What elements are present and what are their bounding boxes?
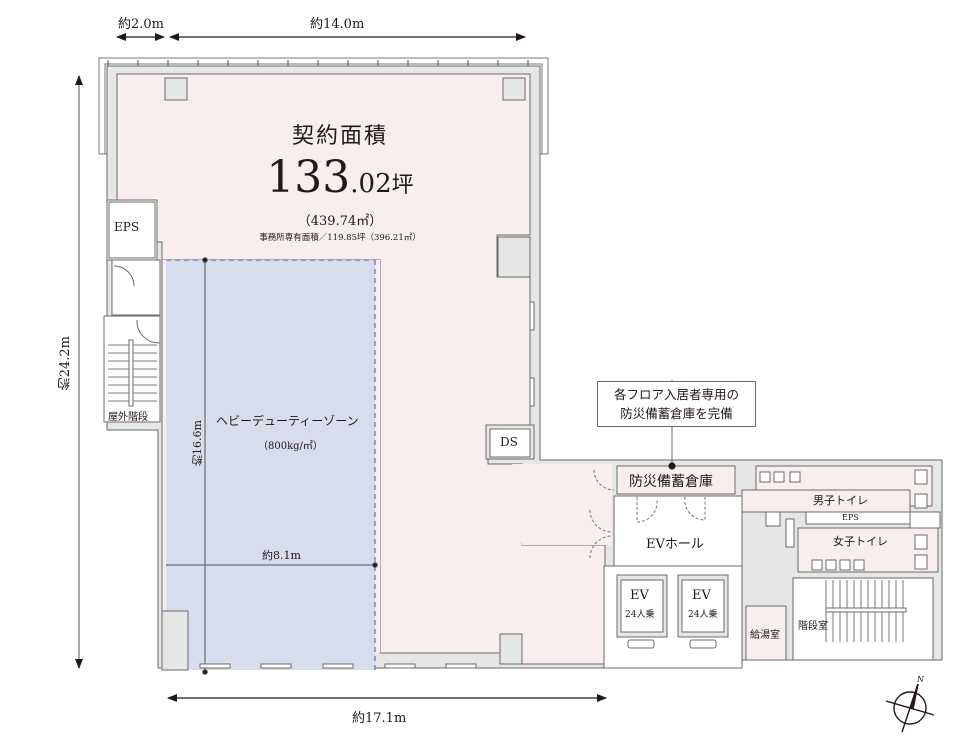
contract-area-sqm: （439.74㎡） (297, 214, 383, 229)
storage-room-shape (616, 465, 736, 495)
dim-bottom-width: 約17.1m (352, 711, 407, 726)
compass-icon (885, 683, 935, 733)
office-exclusive-area: 事務所専有面積／119.85坪（396.21㎡） (259, 233, 421, 243)
ev-hall-label: EVホール (646, 537, 704, 552)
ev2-capacity: 24人乗 (688, 610, 718, 620)
dim-zone-width: 約8.1m (262, 549, 301, 562)
storage-room-label: 防災備蓄倉庫 (629, 474, 713, 490)
elevator-bank (603, 565, 743, 669)
dim-zone-height: 約16.6m (191, 420, 204, 466)
ds-label: DS (500, 435, 518, 449)
dim-top-main: 約14.0m (310, 17, 365, 32)
dim-left-height: 約24.2m (58, 336, 73, 391)
storage-callout: 各フロア入居者専用の 防災備蓄倉庫を完備 (597, 381, 756, 427)
contract-area-value: 133.02坪 (266, 152, 414, 203)
zone-dimension-markers (166, 257, 378, 675)
stairwell-label: 階段室 (798, 621, 828, 632)
heavy-duty-zone (166, 260, 375, 670)
ev-hall-shape (613, 495, 743, 567)
dim-top-left: 約2.0m (118, 17, 165, 32)
left-service-core (103, 199, 161, 423)
eps-core-label: EPS (842, 513, 859, 522)
stair-core (745, 577, 934, 661)
heavy-duty-zone-load: （800kg/㎡） (258, 441, 323, 452)
heavy-duty-zone-label: ヘビーデューティーゾーン (216, 414, 359, 428)
columns (161, 77, 531, 671)
ev2-label: EV (692, 588, 711, 603)
dimension-lines (75, 33, 607, 702)
compass-north-label: N (917, 675, 924, 684)
kitchenette-label: 給湯室 (750, 630, 780, 641)
womens-toilet-label: 女子トイレ (833, 535, 888, 548)
toilet-core (741, 465, 941, 573)
ev1-capacity: 24人乗 (625, 610, 655, 620)
outdoor-stairs-label: 屋外階段 (108, 412, 148, 423)
contract-area-block: 契約面積 133.02坪 （439.74㎡） 事務所専有面積／119.85坪（3… (230, 118, 450, 243)
ev1-label: EV (630, 588, 649, 603)
mens-toilet-label: 男子トイレ (813, 494, 868, 507)
contract-area-title: 契約面積 (291, 124, 388, 149)
eps-left-label: EPS (114, 220, 140, 234)
